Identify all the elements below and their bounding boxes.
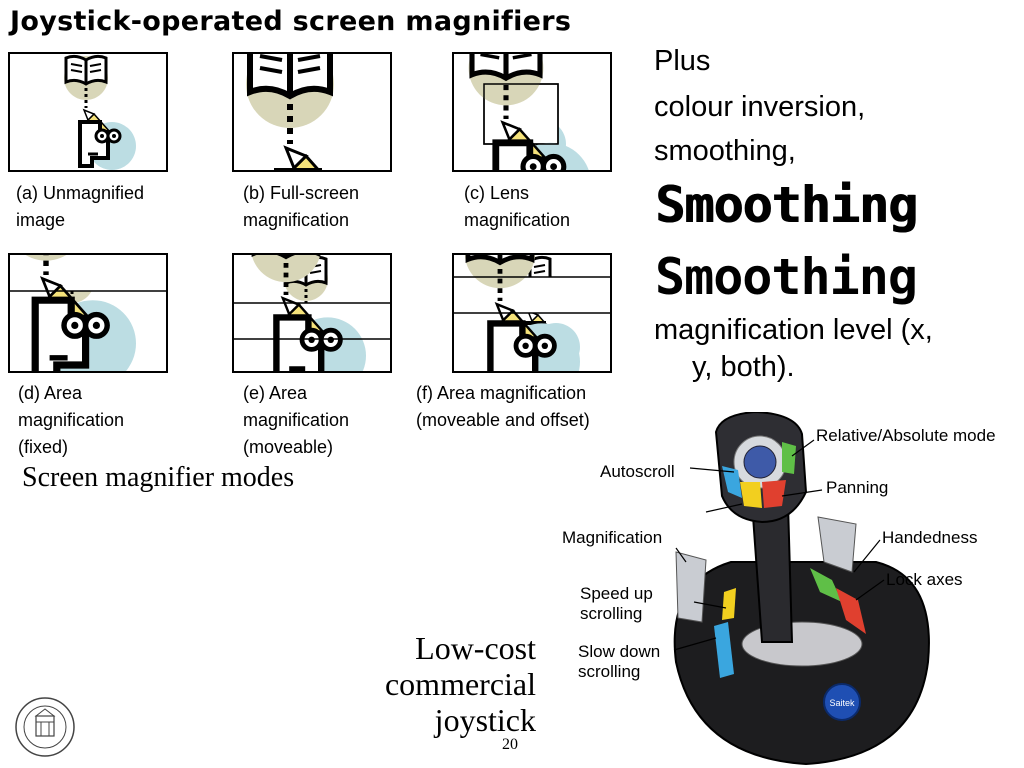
- label-speed-up: Speed up scrolling: [580, 584, 653, 623]
- caption-full-screen: (b) Full-screen magnification: [243, 183, 360, 230]
- panel-unmagnified: [8, 52, 168, 172]
- joystick-collar: [741, 621, 863, 667]
- label-magnification: Magnification: [562, 528, 663, 547]
- modes-label: Screen magnifier modes: [22, 462, 295, 493]
- full-screen-image: [234, 54, 390, 170]
- relative-absolute-button-green: [782, 442, 796, 474]
- label-autoscroll: Autoscroll: [600, 462, 675, 481]
- joystick-illustration: Saitek: [673, 412, 930, 766]
- feature-plus: Plus: [654, 45, 711, 77]
- magnification-level-line-1: magnification level (x,: [654, 314, 933, 346]
- caption-area-fixed: (d) Area magnification (fixed): [18, 383, 125, 457]
- area-fixed-image: [10, 255, 166, 371]
- unmagnified-image: [10, 54, 166, 170]
- saitek-badge: [823, 683, 861, 721]
- saitek-brand: Saitek: [829, 698, 855, 708]
- label-lock-axes: Lock axes: [886, 570, 963, 589]
- lens-image: [454, 54, 610, 170]
- area-offset-image: [454, 255, 610, 371]
- right-lever: [817, 516, 857, 573]
- autoscroll-button-blue: [722, 466, 742, 498]
- button-yellow: [740, 482, 762, 508]
- caption-unmagnified: (a) Unmagnified image: [16, 183, 145, 230]
- caption-area-offset: (f) Area magnification (moveable and off…: [416, 383, 590, 430]
- lock-axes-button: [836, 588, 866, 634]
- hat-switch: [743, 445, 777, 479]
- slow-down-button: [714, 622, 734, 678]
- panel-area-offset: [452, 253, 612, 373]
- caption-area-moveable: (e) Area magnification (moveable): [243, 383, 350, 457]
- panel-lens: [452, 52, 612, 172]
- label-relative-absolute: Relative/Absolute mode: [816, 426, 996, 445]
- university-seal-icon: [15, 697, 75, 757]
- feature-magnification-level: magnification level (x, y, both).: [654, 312, 1014, 386]
- caption-lens: (c) Lens magnification: [464, 183, 571, 230]
- smoothing-sample-jagged: Smoothing: [655, 176, 918, 234]
- label-handedness: Handedness: [882, 528, 978, 547]
- magnification-level-line-2: y, both).: [692, 351, 795, 383]
- left-lever: [675, 551, 707, 623]
- joystick-caption: Low-cost commercial joystick: [384, 630, 536, 738]
- page-title: Joystick-operated screen magnifiers: [10, 6, 572, 37]
- area-moveable-image: [234, 255, 390, 371]
- speed-up-button: [722, 588, 736, 620]
- feature-smoothing: smoothing,: [654, 135, 796, 167]
- smoothing-sample-smooth: Smoothing: [655, 248, 918, 306]
- page-number: 20: [502, 736, 518, 753]
- feature-inversion: colour inversion,: [654, 91, 866, 123]
- panel-full-screen: [232, 52, 392, 172]
- panel-area-moveable: [232, 253, 392, 373]
- label-panning: Panning: [826, 478, 889, 497]
- panning-button-red: [762, 480, 786, 508]
- panel-area-fixed: [8, 253, 168, 373]
- handedness-button: [810, 568, 842, 602]
- label-slow-down: Slow down scrolling: [578, 642, 661, 681]
